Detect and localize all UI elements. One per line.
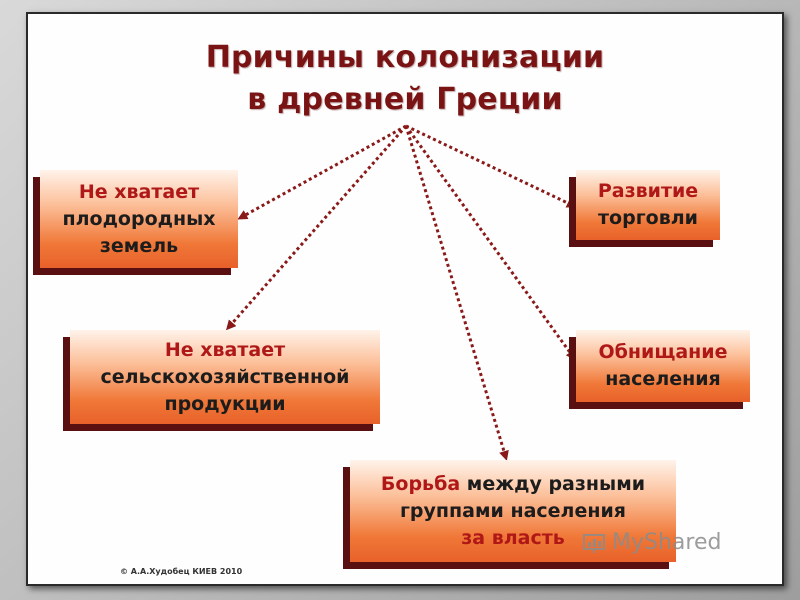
cause-box-impoverishment: Обнищание населения — [576, 330, 750, 402]
cause-land-line1: Не хватает — [78, 180, 200, 203]
cause-power-line1-red: Борьба — [380, 472, 461, 495]
cause-trade-line2: торговли — [598, 207, 698, 229]
cause-agri-line1: Не хватает — [164, 338, 286, 361]
cause-land-line3: земель — [99, 234, 179, 257]
arrow-to-land — [237, 124, 407, 220]
cause-poor-line2: населения — [605, 368, 721, 390]
cause-power-line1-rest: между разными — [460, 472, 646, 495]
cause-poor-line1: Обнищание — [598, 341, 728, 363]
cause-box-land: Не хватает плодородных земель — [40, 170, 238, 268]
cause-power-line1: Борьба между разными — [381, 471, 645, 498]
arrow-to-trade — [405, 124, 577, 208]
arrow-to-poor — [404, 125, 576, 361]
diagram-title-line1: Причины колонизации — [205, 40, 605, 75]
cause-box-power-struggle: Борьба между разными группами населения … — [350, 460, 676, 562]
presentation-icon — [583, 533, 605, 553]
arrow-to-agri — [226, 125, 408, 331]
copyright-credit: © А.А.Худобец КИЕВ 2010 — [120, 567, 243, 576]
cause-box-trade: Развитие торговли — [576, 170, 720, 240]
cause-agri-line2: сельскохозяйственной — [100, 365, 350, 388]
cause-box-agriculture: Не хватает сельскохозяйственной продукци… — [70, 330, 380, 424]
cause-power-line3: за власть — [461, 526, 565, 549]
arrow-to-power — [404, 125, 509, 461]
cause-power-line2: группами населения — [400, 499, 626, 522]
watermark: MyShared — [582, 530, 721, 555]
connector-arrows — [226, 124, 577, 461]
watermark-text: MyShared — [612, 530, 722, 555]
cause-land-line2: плодородных — [62, 207, 216, 230]
diagram-title-line2: в древней Греции — [247, 82, 563, 117]
cause-trade-line1: Развитие — [597, 180, 699, 202]
slide: Причины колонизации в древней Греции Не … — [26, 12, 784, 586]
cause-agri-line3: продукции — [164, 392, 286, 415]
